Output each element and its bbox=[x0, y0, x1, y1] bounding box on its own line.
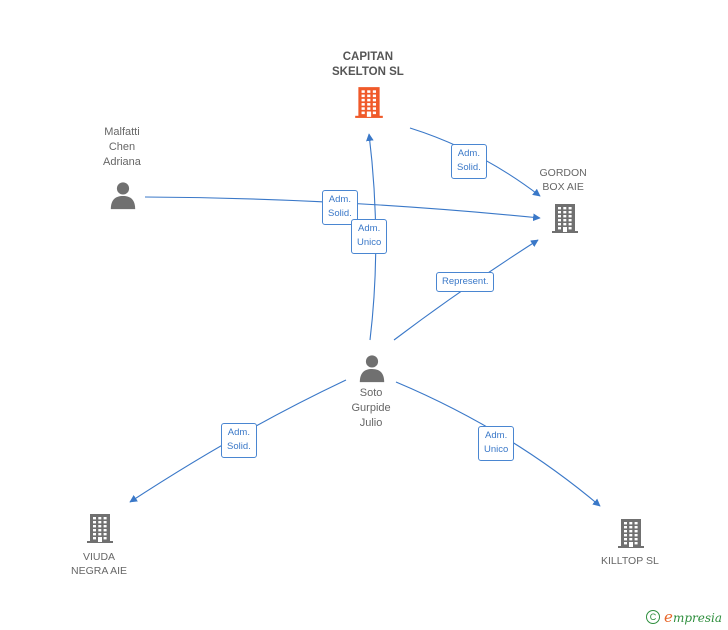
capitan-label[interactable]: CAPITAN SKELTON SL bbox=[332, 50, 404, 80]
node-label-line: SKELTON SL bbox=[332, 66, 404, 78]
edge-label-line: Adm. bbox=[328, 193, 351, 205]
edge-label-line: Unico bbox=[357, 237, 382, 248]
gordon-label[interactable]: GORDON BOX AIE bbox=[540, 166, 587, 194]
viuda-label[interactable]: VIUDA NEGRA AIE bbox=[71, 550, 127, 578]
malfatti-person-icon[interactable] bbox=[108, 180, 138, 215]
footer-brand[interactable]: C empresia bbox=[646, 608, 722, 626]
node-label-line: CAPITAN bbox=[342, 51, 394, 63]
edge-label-line: Solid. bbox=[227, 441, 251, 452]
node-label-line: KILLTOP SL bbox=[601, 555, 659, 567]
edge-label-line: Solid. bbox=[328, 208, 352, 219]
node-label-line: Adriana bbox=[103, 156, 141, 168]
edge-label-line: Adm. bbox=[485, 429, 508, 441]
edge-label-line: Represent. bbox=[442, 275, 489, 287]
node-label-line: Malfatti bbox=[104, 126, 140, 138]
viuda-building-icon[interactable] bbox=[84, 512, 116, 549]
node-label-line: VIUDA bbox=[82, 551, 116, 563]
edge-label-line: Unico bbox=[484, 444, 509, 455]
killtop-label[interactable]: KILLTOP SL bbox=[601, 554, 659, 568]
edge-label-line: Adm. bbox=[227, 426, 250, 438]
node-label-line: Julio bbox=[359, 417, 383, 429]
node-label-line: GORDON bbox=[539, 167, 587, 179]
copyright-icon: C bbox=[646, 610, 661, 624]
node-label-line: BOX AIE bbox=[542, 181, 584, 193]
node-label-line: Soto bbox=[359, 387, 383, 399]
capitan-building-icon[interactable] bbox=[352, 85, 386, 124]
node-label-line: Gurpide bbox=[351, 402, 391, 414]
edge-label-soto-to-gordon[interactable]: Represent. bbox=[436, 271, 495, 292]
edge-label-line: Solid. bbox=[457, 162, 481, 173]
edge-label-soto-to-capitan[interactable]: Adm. Unico bbox=[351, 218, 388, 254]
edge-label-line: Adm. bbox=[457, 147, 480, 159]
killtop-building-icon[interactable] bbox=[615, 517, 647, 554]
node-label-line: Chen bbox=[108, 141, 136, 153]
edge-label-soto-to-killtop[interactable]: Adm. Unico bbox=[478, 425, 515, 461]
edge-label-soto-to-viuda[interactable]: Adm. Solid. bbox=[221, 422, 257, 458]
gordon-building-icon[interactable] bbox=[549, 202, 581, 239]
soto-person-icon[interactable] bbox=[357, 353, 387, 388]
node-label-line: NEGRA AIE bbox=[71, 565, 128, 577]
empresia-logo: empresia bbox=[664, 608, 722, 626]
edge-label-line: Adm. bbox=[358, 222, 381, 234]
edge-label-capitan-to-gordon[interactable]: Adm. Solid. bbox=[451, 143, 487, 179]
